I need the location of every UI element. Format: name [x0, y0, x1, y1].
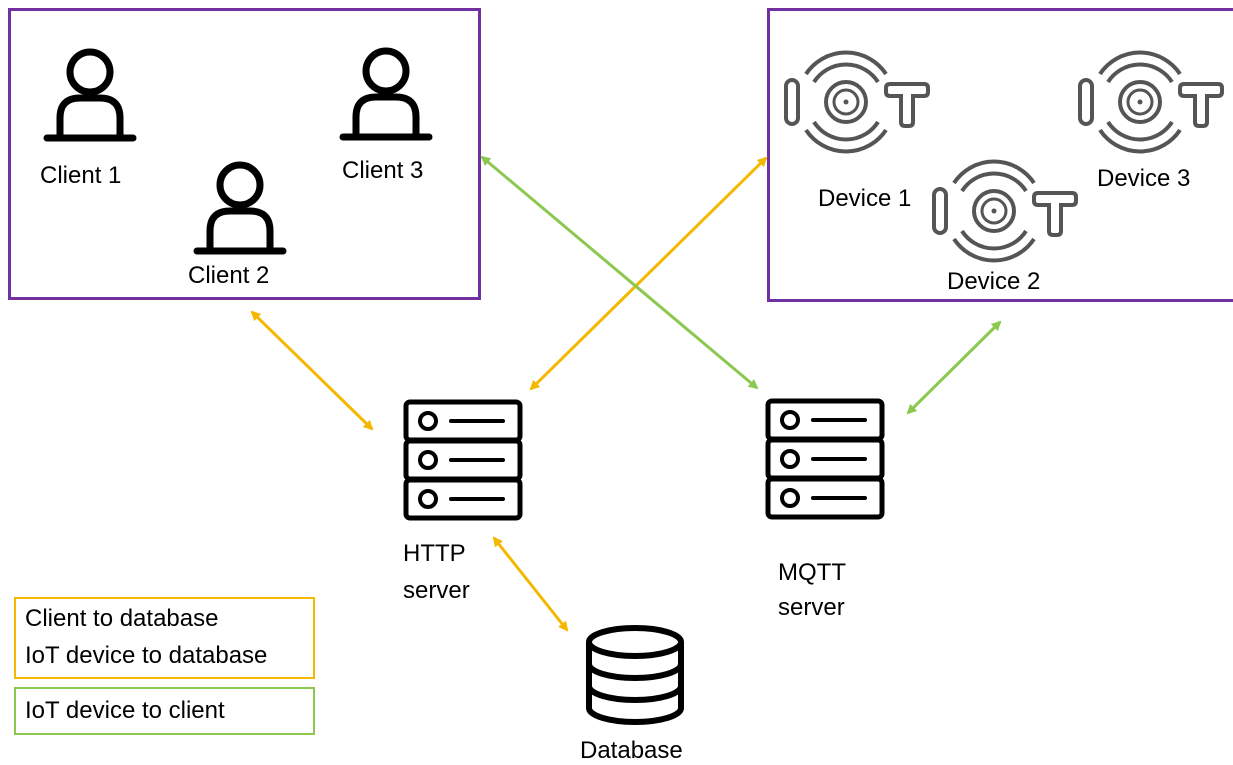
http-server-label-line2: server [403, 577, 470, 604]
mqtt-server-label-line1: MQTT [778, 559, 846, 586]
arrow-http-devices [529, 156, 768, 391]
client-1-label: Client 1 [40, 162, 122, 189]
client-3-label: Client 3 [342, 157, 424, 184]
device-3-label: Device 3 [1097, 165, 1191, 192]
legend-iot-device-to-client: IoT device to client [25, 697, 225, 724]
arrow-mqtt-devices [906, 320, 1002, 415]
legend-yellow-box [14, 597, 315, 679]
arrow-clients-mqtt [480, 155, 759, 390]
device-1-label: Device 1 [818, 185, 912, 212]
database-label: Database [580, 737, 683, 764]
client-1-person-icon [47, 52, 133, 138]
device-2-icon [932, 159, 1078, 263]
legend-green-box [14, 687, 315, 735]
arrow-clients-http [250, 310, 374, 431]
legend-iot-device-to-database: IoT device to database [25, 642, 268, 669]
client-2-label: Client 2 [188, 262, 270, 289]
http-server-label-line1: HTTP [403, 540, 466, 567]
client-3-person-icon [343, 51, 429, 137]
legend-client-to-database: Client to database [25, 605, 219, 632]
database-icon [589, 628, 681, 722]
arrow-http-database [492, 536, 569, 632]
mqtt-server-label-line2: server [778, 594, 845, 621]
http-server-icon [406, 402, 520, 518]
client-2-person-icon [197, 165, 283, 251]
device-1-icon [784, 50, 930, 154]
devices-group [767, 8, 1233, 302]
device-2-label: Device 2 [947, 268, 1041, 295]
device-3-icon [1078, 50, 1224, 154]
mqtt-server-icon [768, 401, 882, 517]
clients-group [8, 8, 481, 300]
